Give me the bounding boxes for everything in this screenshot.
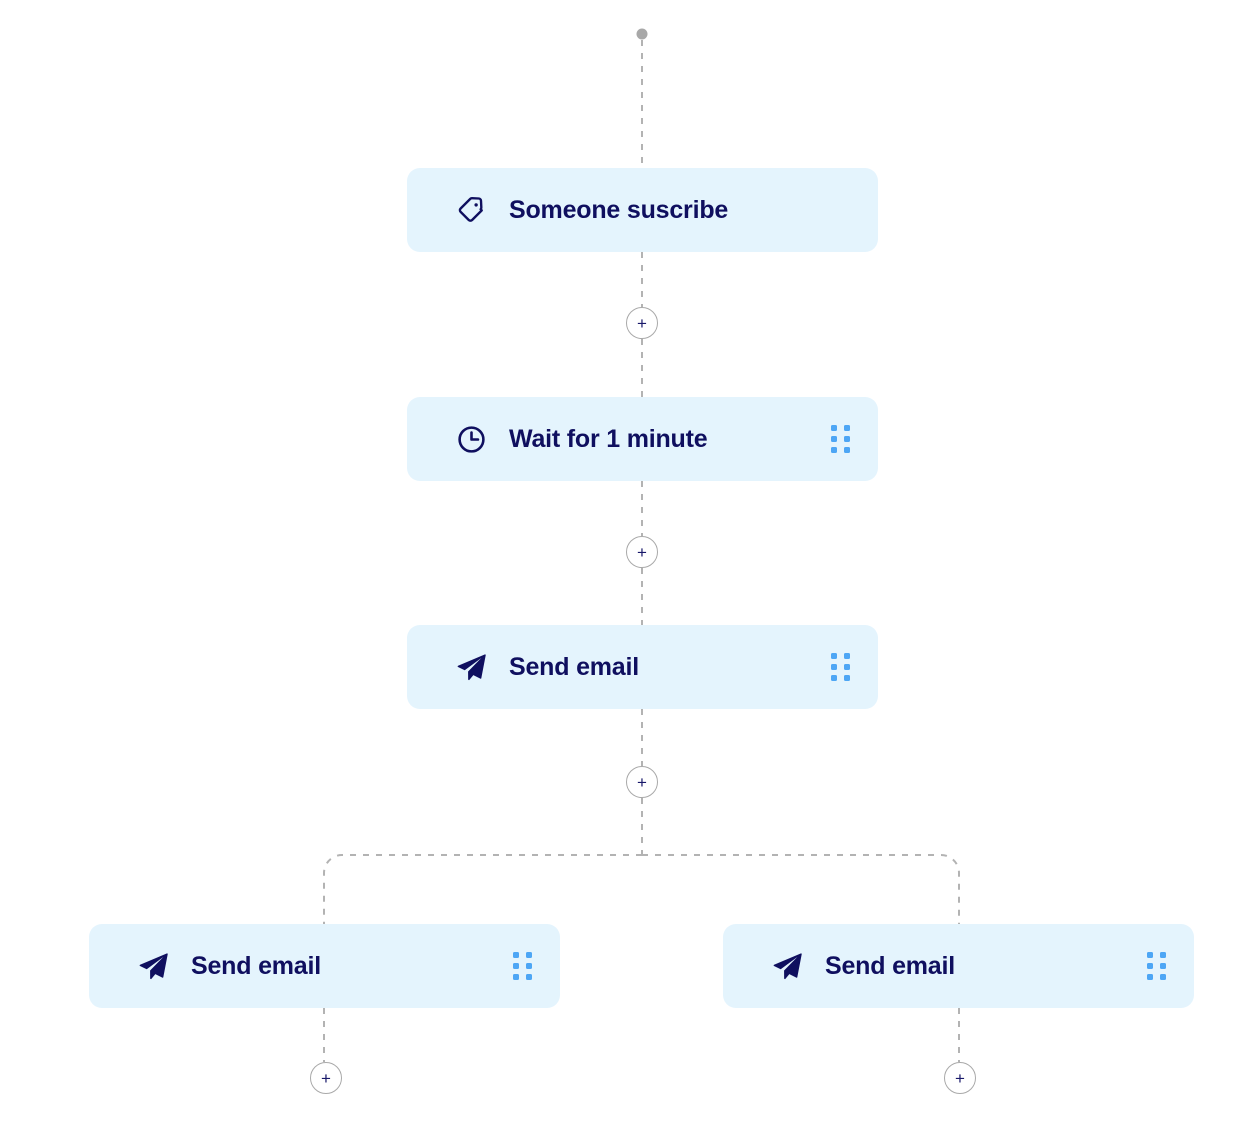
add-step-button-branch-right[interactable]: + xyxy=(944,1062,976,1094)
drag-dot xyxy=(831,425,837,431)
drag-dot xyxy=(844,664,850,670)
drag-dot xyxy=(526,974,532,980)
workflow-node-send-email-branch-right[interactable]: Send email xyxy=(723,924,1194,1008)
paper-plane-icon xyxy=(771,950,803,982)
clock-icon xyxy=(455,423,487,455)
workflow-node-label: Wait for 1 minute xyxy=(509,424,708,453)
drag-dot xyxy=(526,963,532,969)
drag-handle-icon[interactable] xyxy=(1147,952,1166,980)
workflow-node-label: Send email xyxy=(191,951,321,980)
workflow-node-label: Send email xyxy=(509,652,639,681)
workflow-node-send-email-branch-left[interactable]: Send email xyxy=(89,924,560,1008)
drag-dot xyxy=(526,952,532,958)
drag-dot xyxy=(844,675,850,681)
workflow-node-send-email-main[interactable]: Send email xyxy=(407,625,878,709)
add-step-button-after-trigger[interactable]: + xyxy=(626,307,658,339)
drag-dot xyxy=(831,436,837,442)
drag-handle-icon[interactable] xyxy=(513,952,532,980)
connector-split-left-branch xyxy=(323,854,642,924)
drag-dot xyxy=(831,675,837,681)
drag-handle-icon[interactable] xyxy=(831,653,850,681)
add-step-button-after-wait[interactable]: + xyxy=(626,536,658,568)
workflow-node-label: Send email xyxy=(825,951,955,980)
drag-dot xyxy=(1147,952,1153,958)
drag-dot xyxy=(831,664,837,670)
connector-split-right-branch xyxy=(642,854,960,924)
drag-dot xyxy=(831,447,837,453)
drag-dot xyxy=(844,653,850,659)
drag-dot xyxy=(513,974,519,980)
drag-dot xyxy=(1147,963,1153,969)
paper-plane-icon xyxy=(455,651,487,683)
workflow-node-label: Someone suscribe xyxy=(509,195,729,224)
drag-dot xyxy=(513,952,519,958)
drag-dot xyxy=(844,447,850,453)
workflow-node-wait[interactable]: Wait for 1 minute xyxy=(407,397,878,481)
drag-dot xyxy=(1160,963,1166,969)
drag-dot xyxy=(1160,952,1166,958)
drag-handle-icon[interactable] xyxy=(831,425,850,453)
drag-dot xyxy=(1147,974,1153,980)
add-step-button-after-send-email[interactable]: + xyxy=(626,766,658,798)
workflow-start-dot xyxy=(636,28,648,40)
add-step-button-branch-left[interactable]: + xyxy=(310,1062,342,1094)
drag-dot xyxy=(844,436,850,442)
drag-dot xyxy=(1160,974,1166,980)
drag-dot xyxy=(844,425,850,431)
workflow-node-someone-subscribe[interactable]: Someone suscribe xyxy=(407,168,878,252)
paper-plane-icon xyxy=(137,950,169,982)
drag-dot xyxy=(831,653,837,659)
drag-dot xyxy=(513,963,519,969)
tag-icon xyxy=(455,194,487,226)
